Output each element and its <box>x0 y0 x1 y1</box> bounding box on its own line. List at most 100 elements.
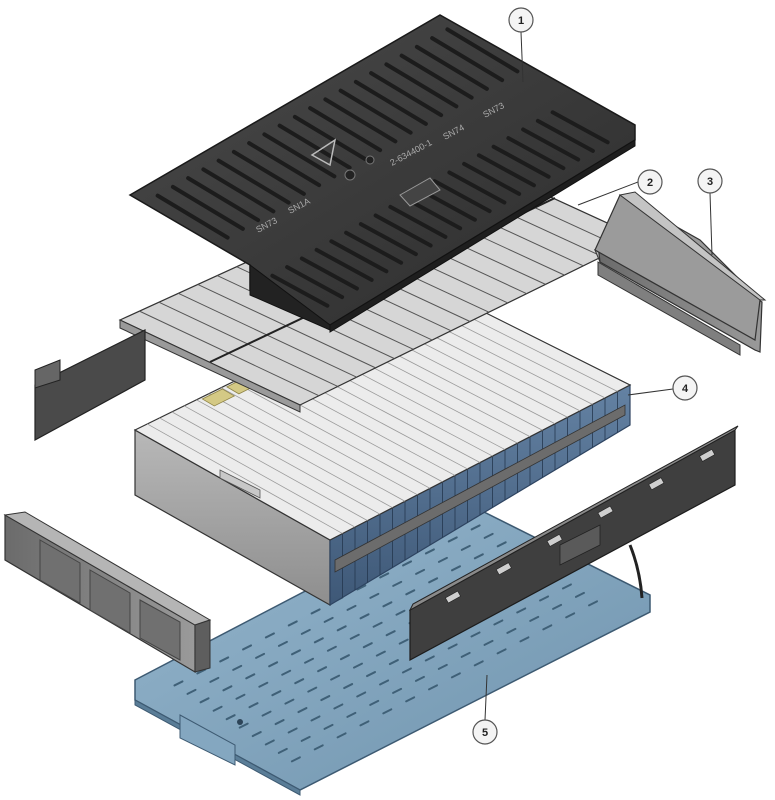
rail-slot <box>495 562 512 576</box>
tray-slot <box>307 686 318 693</box>
tray-slot <box>519 636 530 643</box>
end-plate-side <box>194 619 211 673</box>
front-rail <box>408 425 739 662</box>
tray-slot <box>261 710 272 717</box>
cell-divider <box>183 405 381 515</box>
tray-slot <box>473 553 484 560</box>
tray-slot <box>251 731 262 738</box>
cell-divider <box>220 387 418 496</box>
tray-slot <box>437 556 448 563</box>
cover-rib <box>373 213 433 248</box>
tray-slot <box>173 680 184 687</box>
callouts: 1 2 3 4 5 <box>472 7 723 745</box>
tray-slot <box>424 655 435 662</box>
tray-slot <box>382 601 393 608</box>
cover-rib <box>277 123 352 170</box>
cover-rib <box>155 193 230 240</box>
tray-slot <box>219 656 230 663</box>
callout-label: 4 <box>682 383 689 395</box>
tray-slot <box>268 661 279 668</box>
tray-slot <box>333 703 344 710</box>
rail-slot <box>597 505 614 519</box>
rail-slot <box>648 477 665 491</box>
tray-slot <box>313 637 324 644</box>
tray-slot <box>415 568 426 575</box>
cover-rib <box>353 79 428 126</box>
tray-slot <box>232 664 243 671</box>
cover-rib <box>338 88 413 135</box>
cover-rib <box>506 136 566 171</box>
cell-divider <box>159 417 356 528</box>
tray-slot <box>385 630 396 637</box>
tray-slot <box>379 679 390 686</box>
tray-slot <box>300 628 311 635</box>
contact-board-edge <box>119 319 301 413</box>
callout-1: 1 <box>508 7 534 33</box>
tray-slot <box>330 674 341 681</box>
tray-slot <box>297 707 308 714</box>
tray-slot <box>516 607 527 614</box>
tray-slot <box>352 662 363 669</box>
tray-slot <box>258 681 269 688</box>
cell-divider <box>233 381 431 489</box>
tray-slot <box>317 666 328 673</box>
tray-slot <box>483 532 494 539</box>
cell-divider <box>208 393 406 502</box>
rail-slot <box>445 590 461 604</box>
leader-line <box>709 192 713 256</box>
tray-slot <box>323 723 334 730</box>
tray-slot <box>395 609 406 616</box>
tray-slot <box>242 644 253 651</box>
housing-strap <box>334 404 626 573</box>
left-end-plate <box>3 511 212 674</box>
tray-slot <box>349 633 360 640</box>
tray-slot <box>402 560 413 567</box>
left-side-panel <box>34 329 146 442</box>
tray-slot <box>379 572 390 579</box>
cover-rib <box>323 97 398 144</box>
tray-slot <box>186 688 197 695</box>
housing-slot <box>219 469 261 499</box>
cover-rib <box>414 44 489 91</box>
callout-label: 2 <box>647 177 653 189</box>
sensor-cable <box>628 544 644 599</box>
cover-rib <box>384 62 459 109</box>
tray-slot <box>529 615 540 622</box>
tray-slot <box>565 612 576 619</box>
rail-top-edge <box>408 425 739 612</box>
tray-slot <box>388 659 399 666</box>
cover-rib <box>292 114 367 161</box>
warning-triangle-icon <box>310 138 337 167</box>
callout-label: 1 <box>518 15 524 27</box>
callout-3: 3 <box>697 168 723 194</box>
rail-label-area <box>559 524 601 566</box>
tray-slot <box>339 654 350 661</box>
tray-slot <box>290 756 301 763</box>
tray-slot <box>209 676 220 683</box>
tray-slot <box>277 747 288 754</box>
tray-slot <box>588 600 599 607</box>
tray-slot <box>493 619 504 626</box>
right-end-plate <box>594 194 761 341</box>
tray-slot <box>346 604 357 611</box>
tray-slot <box>470 631 481 638</box>
tray-slot <box>300 735 311 742</box>
tray-slot <box>437 663 448 670</box>
tray-slot <box>356 584 367 591</box>
tray-slot <box>428 684 439 691</box>
cover-rib <box>231 149 306 196</box>
tray-slot <box>450 672 461 679</box>
tray-slot <box>405 589 416 596</box>
tray-slot <box>470 524 481 531</box>
cover-rib <box>445 27 520 74</box>
tray-slot <box>369 699 380 706</box>
cover-rib <box>358 222 418 257</box>
tray-slot <box>561 583 572 590</box>
tray-slot <box>212 705 223 712</box>
cover-rib <box>521 127 581 162</box>
tray-slot <box>304 657 315 664</box>
end-plate-pocket <box>89 569 131 634</box>
cover-rib <box>216 158 291 205</box>
tray-slot <box>542 624 553 631</box>
